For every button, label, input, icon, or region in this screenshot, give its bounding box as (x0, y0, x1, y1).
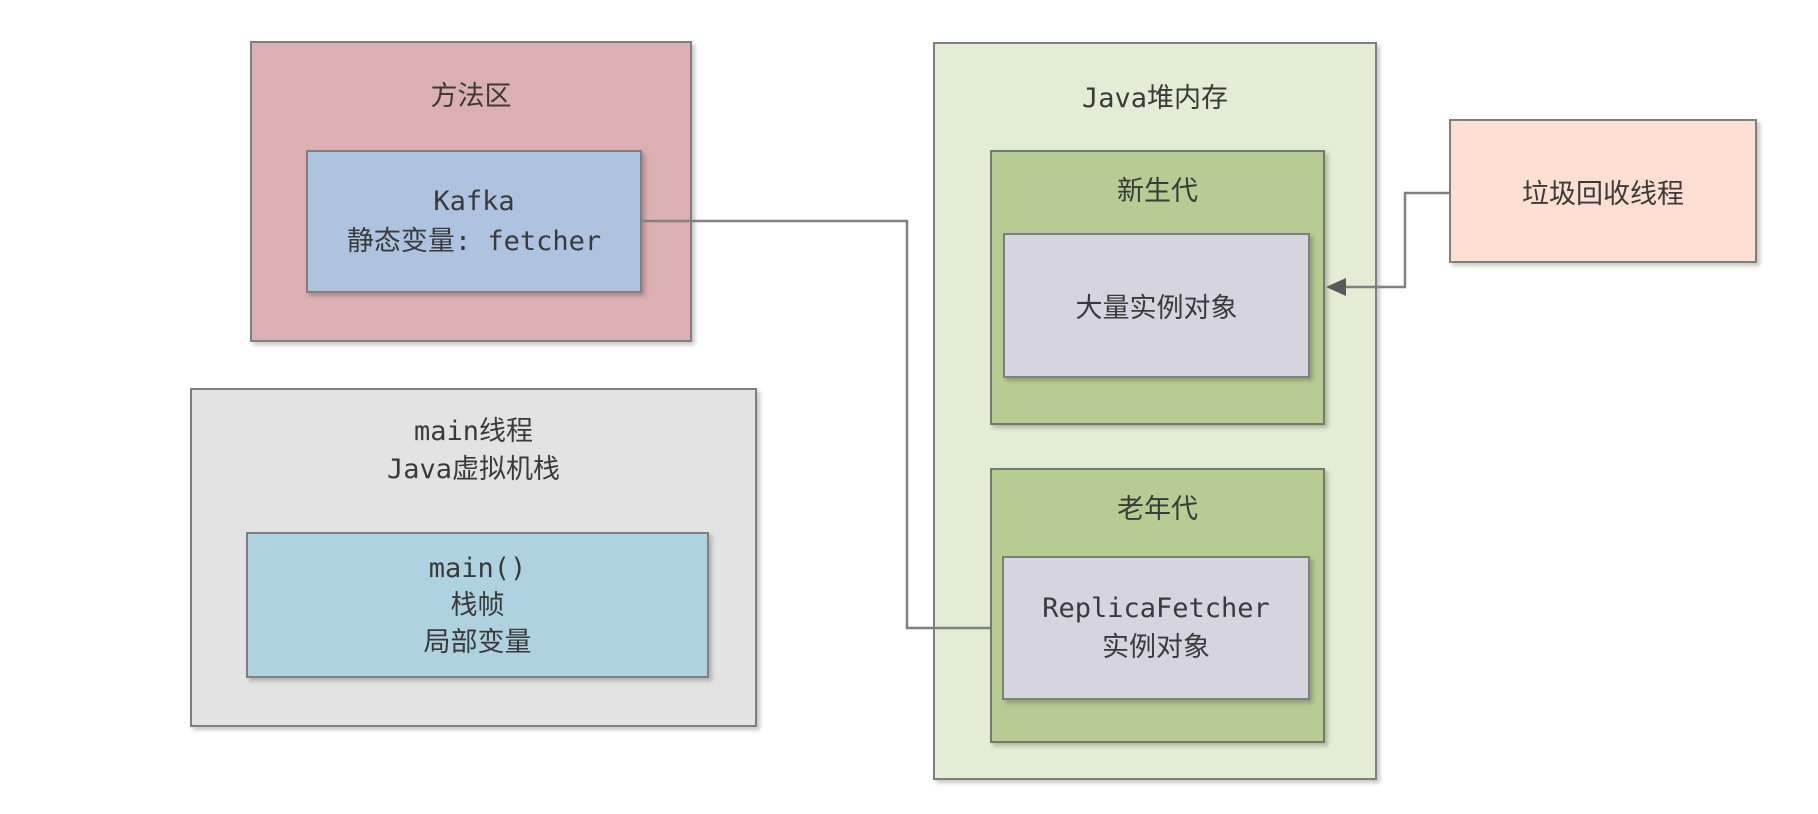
replica-fetcher-node: ReplicaFetcher 实例对象 (1002, 556, 1310, 700)
kafka-static-var-node: Kafka 静态变量: fetcher (306, 150, 642, 293)
method-area-title: 方法区 (430, 81, 512, 112)
stack-frame-label: 栈帧 (450, 589, 505, 621)
old-generation-node: 老年代 ReplicaFetcher 实例对象 (990, 468, 1325, 743)
gc-thread-node: 垃圾回收线程 (1449, 119, 1757, 263)
main-thread-label: main线程 (413, 416, 534, 447)
young-objects-label: 大量实例对象 (1075, 293, 1238, 324)
main-stack-frame-node: main() 栈帧 局部变量 (246, 532, 709, 678)
young-objects-node: 大量实例对象 (1003, 233, 1310, 378)
local-vars-label: 局部变量 (423, 626, 532, 658)
old-generation-title: 老年代 (1117, 494, 1198, 525)
kafka-static-var-label: 静态变量: fetcher (346, 225, 602, 257)
kafka-label: Kafka (433, 185, 515, 217)
jvm-stack-title: main线程 Java虚拟机栈 (192, 390, 755, 489)
instance-object-label: 实例对象 (1102, 632, 1210, 663)
young-generation-title: 新生代 (1117, 176, 1198, 207)
java-heap-title: Java堆内存 (1081, 83, 1229, 114)
jvm-stack-label: Java虚拟机栈 (386, 454, 561, 485)
java-heap-node: Java堆内存 新生代 大量实例对象 老年代 ReplicaFetcher 实例… (933, 42, 1377, 780)
replica-fetcher-label: ReplicaFetcher (1042, 593, 1270, 624)
gc-thread-label: 垃圾回收线程 (1522, 178, 1684, 210)
young-generation-node: 新生代 大量实例对象 (990, 150, 1325, 425)
main-method-label: main() (428, 552, 527, 584)
jvm-stack-node: main线程 Java虚拟机栈 main() 栈帧 局部变量 (190, 388, 757, 727)
method-area-node: 方法区 Kafka 静态变量: fetcher (250, 41, 692, 342)
